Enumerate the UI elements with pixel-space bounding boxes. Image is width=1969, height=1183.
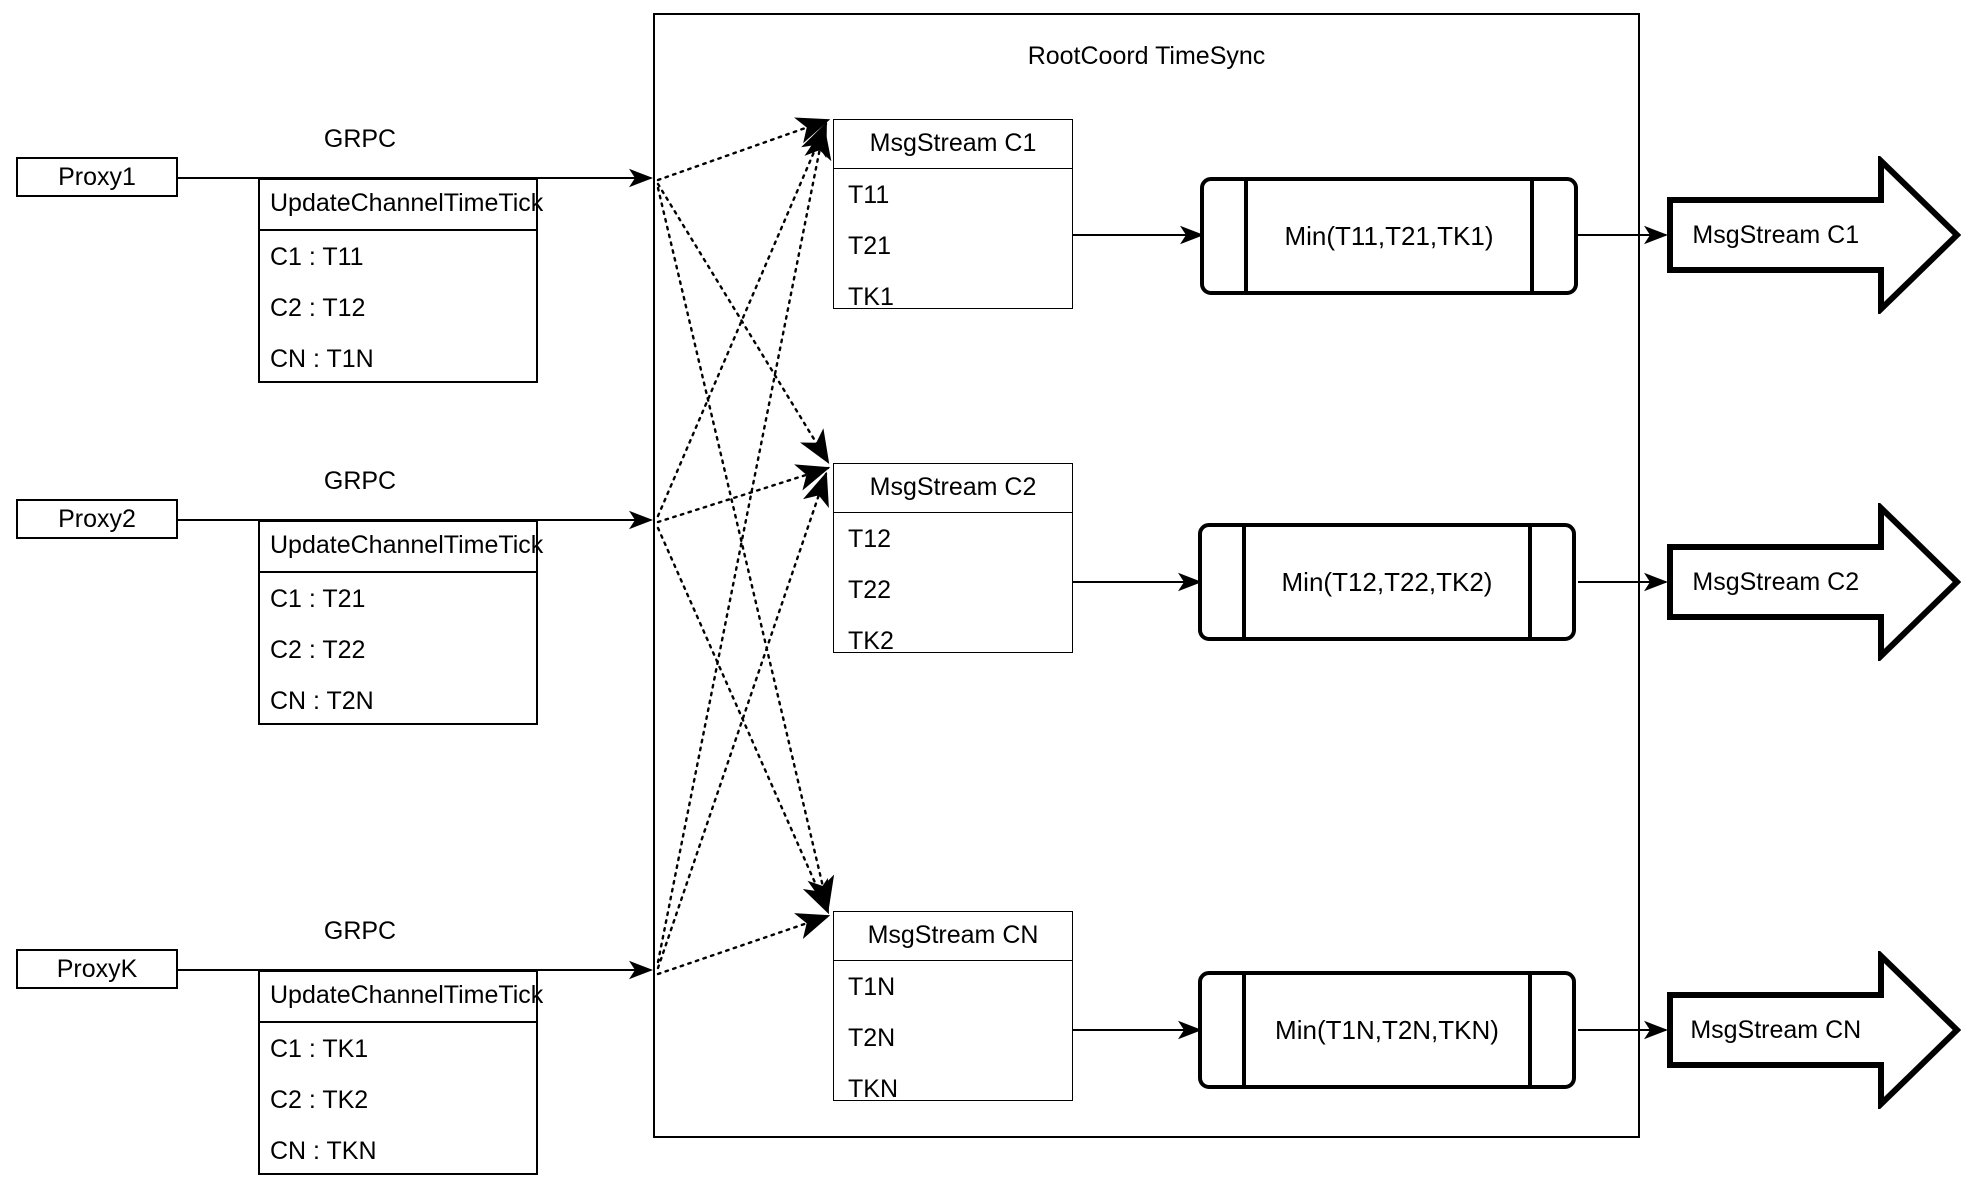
proxy-label-1: Proxy1 xyxy=(58,162,136,191)
output-msgstream-label-2: MsgStream C2 xyxy=(1692,567,1860,596)
proxy-box-3[interactable]: ProxyK xyxy=(16,949,178,989)
timetick-row: C1 : TK1 xyxy=(270,1035,369,1063)
msgstream-box-3: MsgStream CN T1N T2N TKN xyxy=(833,911,1073,1103)
block-arrow-shape xyxy=(1667,156,1961,314)
output-msgstream-arrow-1: MsgStream C1 xyxy=(1667,156,1961,314)
timetick-row: C1 : T21 xyxy=(270,585,366,613)
timetick-row: CN : T1N xyxy=(270,345,374,373)
min-process-label-3: Min(T1N,T2N,TKN) xyxy=(1275,1014,1499,1045)
rootcoord-timesync-title: RootCoord TimeSync xyxy=(1027,42,1266,70)
proxy-box-2[interactable]: Proxy2 xyxy=(16,499,178,539)
msgstream-title-2: MsgStream C2 xyxy=(834,464,1072,513)
min-process-label-1: Min(T11,T21,TK1) xyxy=(1284,220,1494,251)
msgstream-row: TKN xyxy=(848,1075,898,1103)
min-process-box-1: Min(T11,T21,TK1) xyxy=(1200,177,1578,295)
process-right-bar xyxy=(1528,527,1572,637)
msgstream-row: T11 xyxy=(848,181,890,209)
update-channel-timetick-title-2: UpdateChannelTimeTick xyxy=(260,522,543,573)
msgstream-box-2: MsgStream C2 T12 T22 TK2 xyxy=(833,463,1073,655)
timetick-row: CN : T2N xyxy=(270,687,374,715)
process-left-bar xyxy=(1202,527,1246,637)
msgstream-box-1: MsgStream C1 T11 T21 TK1 xyxy=(833,119,1073,311)
grpc-label-2: GRPC xyxy=(323,467,397,495)
process-left-bar xyxy=(1202,975,1246,1085)
msgstream-row: T22 xyxy=(848,576,892,604)
msgstream-title-3: MsgStream CN xyxy=(834,912,1072,961)
msgstream-row: TK2 xyxy=(848,627,894,655)
timetick-row: CN : TKN xyxy=(270,1137,377,1165)
proxy-box-1[interactable]: Proxy1 xyxy=(16,157,178,197)
process-right-bar xyxy=(1530,181,1574,291)
proxy-label-2: Proxy2 xyxy=(58,504,136,533)
min-process-box-2: Min(T12,T22,TK2) xyxy=(1198,523,1576,641)
msgstream-title-1: MsgStream C1 xyxy=(834,120,1072,169)
output-msgstream-label-1: MsgStream C1 xyxy=(1692,220,1860,249)
msgstream-row: T21 xyxy=(848,232,892,260)
update-channel-timetick-title-3: UpdateChannelTimeTick xyxy=(260,972,543,1023)
min-process-box-3: Min(T1N,T2N,TKN) xyxy=(1198,971,1576,1089)
msgstream-row: TK1 xyxy=(848,283,894,311)
timetick-row: C1 : T11 xyxy=(270,243,364,271)
block-arrow-shape xyxy=(1667,503,1961,661)
update-channel-timetick-box-3: UpdateChannelTimeTick C1 : TK1 C2 : TK2 … xyxy=(258,970,543,1175)
process-right-bar xyxy=(1528,975,1572,1085)
update-channel-timetick-title-1: UpdateChannelTimeTick xyxy=(260,180,543,231)
min-process-label-2: Min(T12,T22,TK2) xyxy=(1281,566,1493,597)
msgstream-row: T12 xyxy=(848,525,892,553)
update-channel-timetick-box-1: UpdateChannelTimeTick C1 : T11 C2 : T12 … xyxy=(258,178,543,383)
msgstream-row: T1N xyxy=(848,973,896,1001)
rootcoord-timesync-container xyxy=(653,13,1640,1138)
proxy-label-3: ProxyK xyxy=(56,954,138,983)
msgstream-row: T2N xyxy=(848,1024,896,1052)
output-msgstream-arrow-2: MsgStream C2 xyxy=(1667,503,1961,661)
output-msgstream-arrow-3: MsgStream CN xyxy=(1667,951,1961,1109)
timetick-row: C2 : T22 xyxy=(270,636,366,664)
output-msgstream-label-3: MsgStream CN xyxy=(1690,1015,1862,1044)
grpc-label-1: GRPC xyxy=(323,125,397,153)
block-arrow-shape xyxy=(1667,951,1961,1109)
grpc-label-3: GRPC xyxy=(323,917,397,945)
update-channel-timetick-box-2: UpdateChannelTimeTick C1 : T21 C2 : T22 … xyxy=(258,520,543,725)
timetick-row: C2 : TK2 xyxy=(270,1086,369,1114)
process-left-bar xyxy=(1204,181,1248,291)
timetick-row: C2 : T12 xyxy=(270,294,366,322)
